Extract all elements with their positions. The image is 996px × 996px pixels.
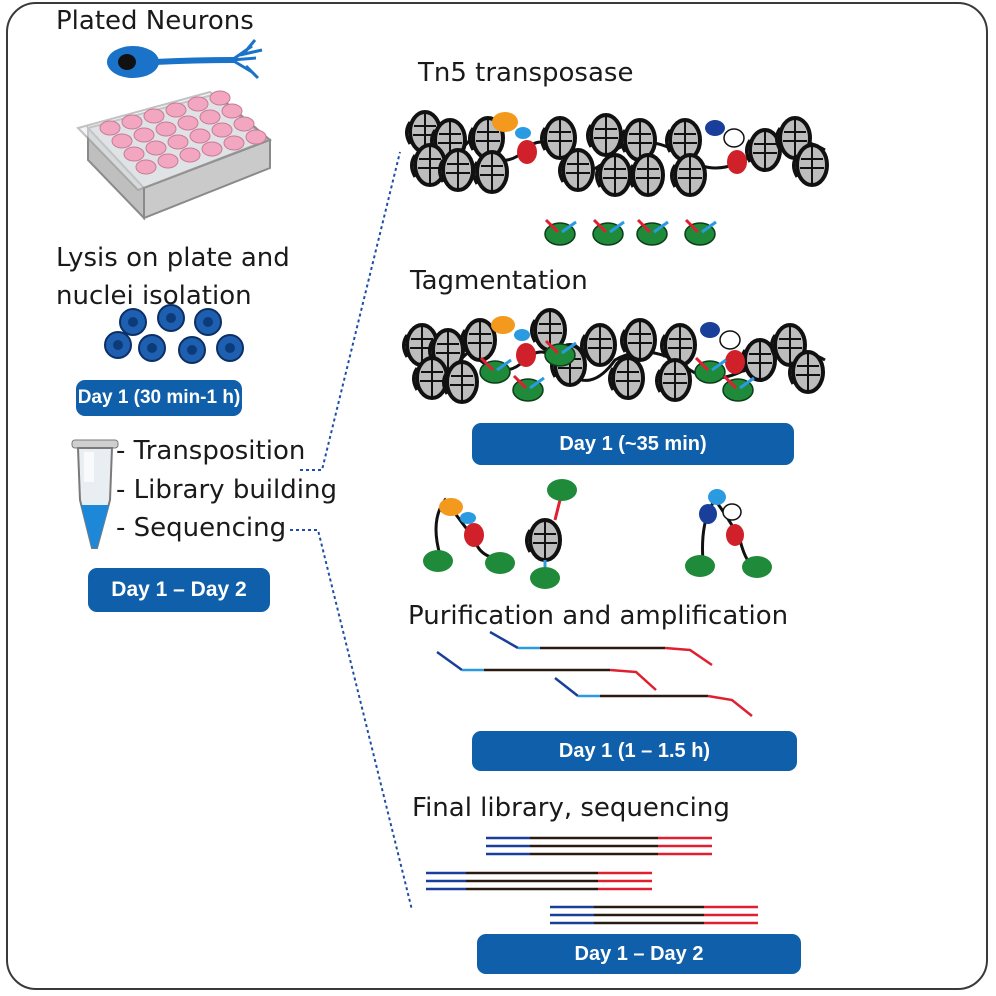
step-library-building: - Library building [116,475,337,505]
tn5-enzymes [543,218,718,247]
pill-overall-duration: Day 1 – Day 2 [88,568,270,612]
lysis-title-line1: Lysis on plate and [56,243,290,273]
plate-well [187,96,209,112]
step-transposition: - Transposition [116,436,306,466]
lysis-title-line2: nuclei isolation [56,281,252,311]
plate-well [133,127,155,143]
final-library-title: Final library, sequencing [412,793,730,823]
plate-well [167,134,189,150]
purification-title: Purification and amplification [408,601,789,631]
amplification-fragments [436,630,753,717]
connector-lines [290,151,413,911]
chromatin-tn5 [404,110,829,197]
plate-well [201,141,223,157]
tube-icon [71,439,119,549]
plate-well [223,135,245,151]
final-library-reads [426,836,758,925]
pill-tagmentation-duration: Day 1 (~35 min) [472,423,794,465]
plate-well [157,153,179,169]
plate-well [143,108,165,124]
plate-well [111,133,133,149]
plate-well [135,159,157,175]
plate-wells [99,90,267,175]
plate-well [209,90,231,106]
plate-well [165,102,187,118]
released-fragments [423,479,772,589]
plate-well [221,103,243,119]
plate-well [245,129,267,145]
plate-well [121,114,143,130]
neuron-icon [107,39,263,80]
plate-well [189,128,211,144]
plate-well [199,109,221,125]
tn5-title: Tn5 transposase [418,58,634,88]
pill-final-duration: Day 1 – Day 2 [477,934,801,974]
step-sequencing: - Sequencing [116,513,287,543]
chromatin-tagmented [401,308,826,404]
tagmentation-title: Tagmentation [410,266,588,296]
figure-frame [6,2,988,990]
plated-neurons-title: Plated Neurons [56,6,254,36]
plate-well [123,146,145,162]
plate-well [179,147,201,163]
pill-purification-duration: Day 1 (1 – 1.5 h) [472,731,797,771]
nuclei-icon [104,304,244,364]
plate-well [177,115,199,131]
plate-well [155,121,177,137]
plate-well [145,140,167,156]
plate-well [233,116,255,132]
plate-well [211,122,233,138]
plate-well [99,120,121,136]
pill-lysis-duration: Day 1 (30 min-1 h) [76,380,242,416]
